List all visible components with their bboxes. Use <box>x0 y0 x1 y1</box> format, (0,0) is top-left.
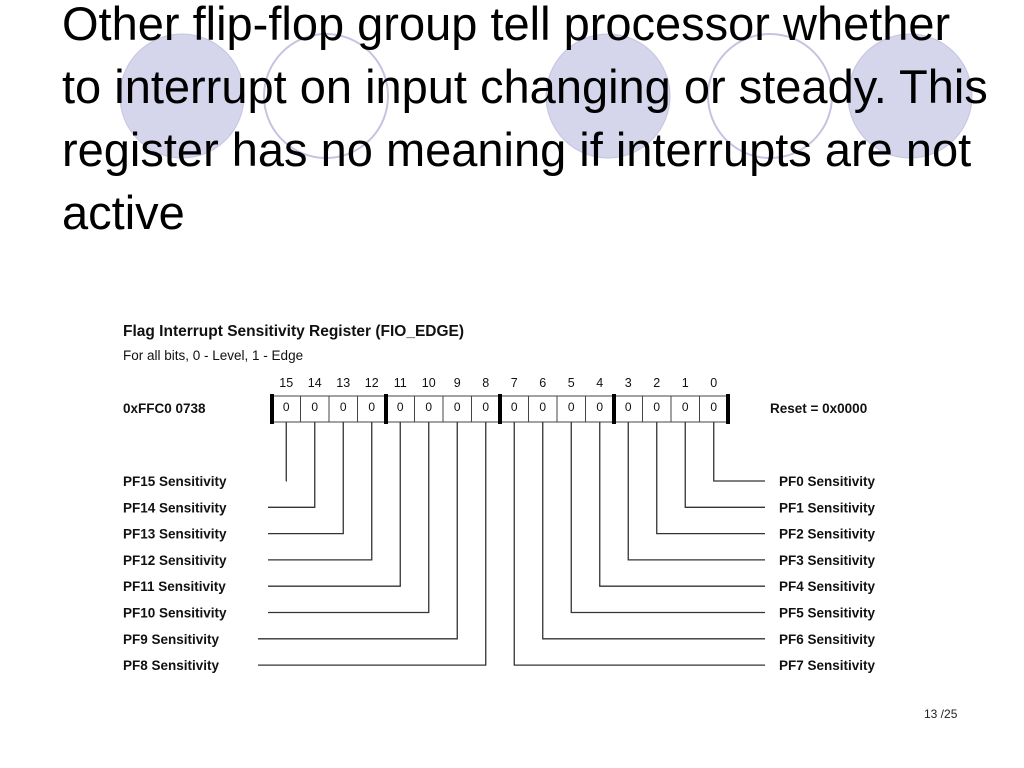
decor-circle-2 <box>263 33 389 159</box>
bit-value-2: 0 <box>653 400 660 414</box>
leader-line-left-6 <box>258 422 458 640</box>
bit-number-11: 11 <box>394 376 407 390</box>
leader-line-right-4 <box>599 422 765 587</box>
field-label-right-5: PF5 Sensitivity <box>779 606 876 621</box>
bit-value-12: 0 <box>368 400 375 414</box>
field-label-left-5: PF10 Sensitivity <box>123 606 227 621</box>
bit-cell-8 <box>471 395 501 423</box>
decor-circle-4 <box>707 33 833 159</box>
leader-line-right-5 <box>570 422 765 614</box>
bit-number-6: 6 <box>539 376 546 390</box>
bit-number-12: 12 <box>365 376 379 390</box>
field-label-right-6: PF6 Sensitivity <box>779 632 876 647</box>
bit-cell-9 <box>442 395 472 423</box>
leader-line-right-3 <box>627 422 765 561</box>
nibble-separator-1 <box>384 394 388 424</box>
nibble-separator-0 <box>270 394 274 424</box>
bit-number-5: 5 <box>568 376 575 390</box>
leader-line-left-5 <box>268 422 430 614</box>
bit-cell-11 <box>385 395 415 423</box>
nibble-separator-3 <box>612 394 616 424</box>
bit-value-13: 0 <box>340 400 347 414</box>
bit-value-7: 0 <box>511 400 518 414</box>
field-label-right-4: PF4 Sensitivity <box>779 579 876 594</box>
field-label-right-7: PF7 Sensitivity <box>779 658 876 673</box>
register-address: 0xFFC0 0738 <box>123 401 206 416</box>
bit-cell-3 <box>613 395 643 423</box>
bit-number-13: 13 <box>336 376 350 390</box>
leader-line-left-1 <box>268 422 316 508</box>
register-subtitle: For all bits, 0 - Level, 1 - Edge <box>123 348 303 363</box>
field-label-left-1: PF14 Sensitivity <box>123 500 227 515</box>
bit-value-4: 0 <box>596 400 603 414</box>
bit-value-3: 0 <box>625 400 632 414</box>
bit-value-11: 0 <box>397 400 404 414</box>
bit-number-8: 8 <box>482 376 489 390</box>
bit-value-14: 0 <box>311 400 318 414</box>
bit-number-0: 0 <box>710 376 717 390</box>
bit-number-10: 10 <box>422 376 436 390</box>
field-label-left-3: PF12 Sensitivity <box>123 553 227 568</box>
field-label-right-1: PF1 Sensitivity <box>779 500 876 515</box>
bit-number-1: 1 <box>682 376 689 390</box>
bit-cell-4 <box>585 395 615 423</box>
leader-line-left-7 <box>258 422 487 666</box>
field-label-left-7: PF8 Sensitivity <box>123 658 220 673</box>
decor-circle-3 <box>545 33 671 159</box>
slide-title: Other flip-flop group tell processor whe… <box>62 0 988 239</box>
page-number: 13 /25 <box>924 707 958 721</box>
bit-number-2: 2 <box>653 376 660 390</box>
bit-number-4: 4 <box>596 376 603 390</box>
bit-value-6: 0 <box>539 400 546 414</box>
leader-line-left-2 <box>268 422 344 535</box>
leader-line-right-7 <box>513 422 765 666</box>
leader-line-right-2 <box>656 422 765 535</box>
leader-line-right-6 <box>542 422 765 640</box>
field-label-left-6: PF9 Sensitivity <box>123 632 220 647</box>
bit-value-8: 0 <box>482 400 489 414</box>
bit-value-5: 0 <box>568 400 575 414</box>
leader-line-left-4 <box>268 422 401 587</box>
bit-number-9: 9 <box>454 376 461 390</box>
bit-cell-13 <box>328 395 358 423</box>
field-label-left-2: PF13 Sensitivity <box>123 527 227 542</box>
leader-line-right-0 <box>713 422 765 482</box>
bit-value-0: 0 <box>710 400 717 414</box>
nibble-separator-2 <box>498 394 502 424</box>
nibble-separator-4 <box>726 394 730 424</box>
register-reset-value: Reset = 0x0000 <box>770 401 867 416</box>
bit-number-3: 3 <box>625 376 632 390</box>
register-name: Flag Interrupt Sensitivity Register (FIO… <box>123 323 464 340</box>
bit-number-7: 7 <box>511 376 518 390</box>
bit-value-9: 0 <box>454 400 461 414</box>
leader-line-right-1 <box>684 422 765 508</box>
bit-number-15: 15 <box>279 376 293 390</box>
bit-value-1: 0 <box>682 400 689 414</box>
decor-circle-1 <box>119 33 245 159</box>
field-label-left-0: PF15 Sensitivity <box>123 474 227 489</box>
bit-cell-12 <box>357 395 387 423</box>
field-label-left-4: PF11 Sensitivity <box>123 579 226 594</box>
decor-circle-5 <box>847 33 973 159</box>
bit-value-10: 0 <box>425 400 432 414</box>
field-label-right-2: PF2 Sensitivity <box>779 527 876 542</box>
leader-line-left-3 <box>268 422 373 561</box>
field-label-right-0: PF0 Sensitivity <box>779 474 876 489</box>
bit-value-15: 0 <box>283 400 290 414</box>
field-label-right-3: PF3 Sensitivity <box>779 553 876 568</box>
leader-lines <box>258 422 765 666</box>
bit-number-14: 14 <box>308 376 322 390</box>
